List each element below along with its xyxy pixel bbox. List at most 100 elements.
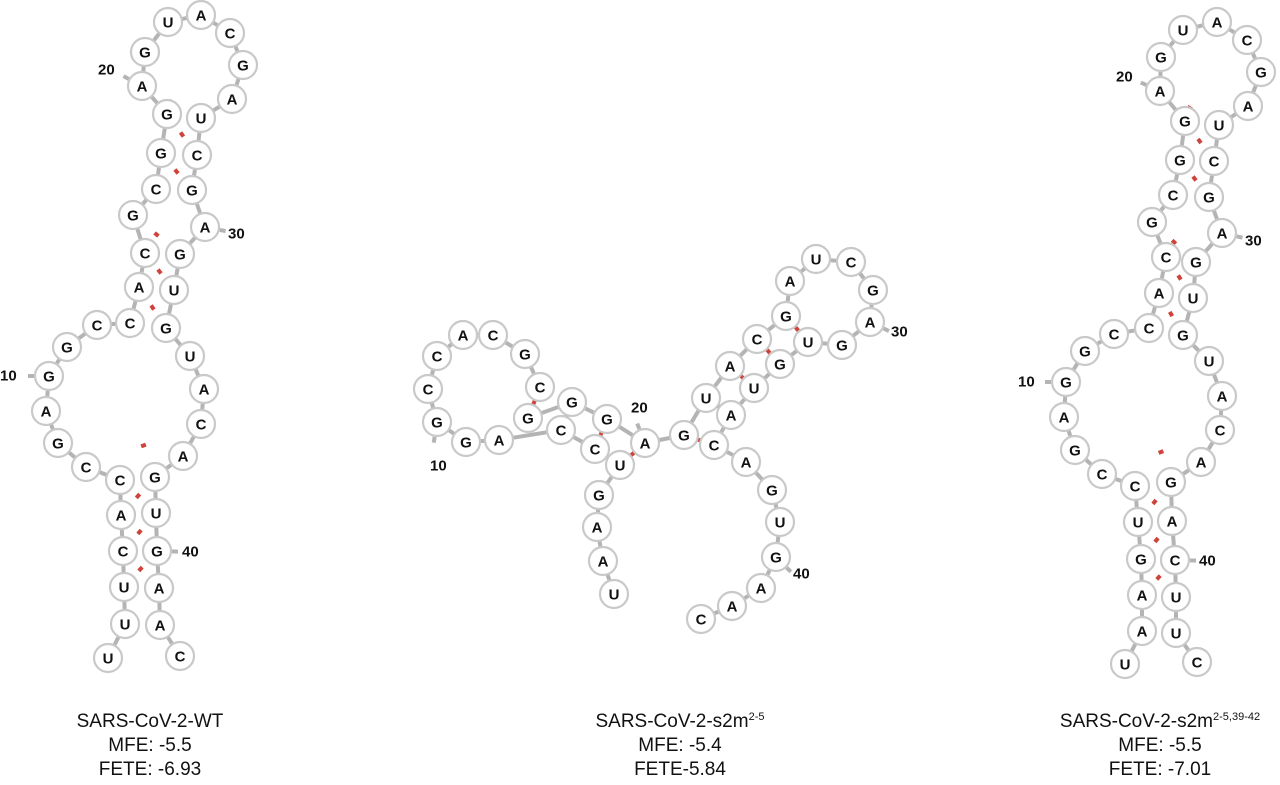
nucleotide-A: A (1143, 277, 1175, 309)
base-pair-bond (178, 131, 186, 138)
nucleotide-letter: A (41, 404, 52, 421)
index-tick (635, 422, 642, 430)
nucleotide-circle (1245, 56, 1277, 88)
nucleotide-letter: A (196, 8, 207, 25)
nucleotide-U: U (604, 449, 636, 481)
mfe-value: MFE: -5.5 (108, 735, 192, 756)
index-tick-layer (28, 74, 1243, 574)
nucleotide-letter: C (423, 382, 434, 399)
nucleotide-circle (158, 274, 190, 306)
nucleotide-letter: G (1255, 65, 1267, 82)
backbone-bond (1171, 533, 1176, 548)
nucleotide-letter: U (1171, 626, 1182, 643)
nucleotide-letter: U (701, 391, 712, 408)
nucleotide-circle (1126, 579, 1158, 611)
backbone-bond (1166, 99, 1179, 113)
nucleotide-G: G (450, 426, 482, 458)
nucleotide-circle (145, 137, 177, 169)
nucleotide-U: U (1177, 282, 1209, 314)
nucleotide-C: C (70, 451, 102, 483)
nucleotide-G: G (556, 386, 588, 418)
nucleotide-index-label: 10 (1018, 374, 1035, 391)
nucleotide-C: C (1133, 312, 1165, 344)
nucleotide-letter: A (1196, 455, 1207, 472)
nucleotide-letter: C (696, 612, 707, 629)
nucleotide-C: C (129, 237, 161, 269)
nucleotide-letter: A (200, 220, 211, 237)
nucleotide-circle (1157, 179, 1189, 211)
nucleotide-circle (185, 102, 217, 134)
nucleotide-circle (114, 307, 146, 339)
nucleotide-U: U (1193, 345, 1225, 377)
nucleotide-circle (123, 271, 155, 303)
base-pair-bond (149, 304, 156, 311)
nucleotide-G: G (1136, 206, 1168, 238)
nucleotide-circle (185, 0, 217, 31)
nucleotide-letter: A (458, 328, 469, 345)
nucleotide-circle (1048, 401, 1080, 433)
nucleotide-C: C (1098, 318, 1130, 350)
nucleotide-circle (164, 238, 196, 270)
nucleotide-letter: U (185, 349, 196, 366)
nucleotide-C: C (181, 139, 213, 171)
nucleotide-index-label: 10 (0, 368, 17, 385)
backbone-bond (1179, 133, 1186, 148)
base-pair-bond (1170, 238, 1178, 246)
nucleotide-letter: U (163, 15, 174, 32)
nucleotide-circle (51, 331, 83, 363)
nucleotide-G: G (42, 427, 74, 459)
nucleotide-circle (216, 83, 248, 115)
nucleotide-circle (129, 237, 161, 269)
nucleotide-G: G (1193, 181, 1225, 213)
structure-name: SARS-CoV-2-s2m (595, 711, 749, 732)
nucleotide-circle (164, 640, 196, 672)
nucleotide-letter: A (640, 436, 651, 453)
nucleotide-letter: C (175, 649, 186, 666)
nucleotide-letter: A (1154, 286, 1165, 303)
nucleotide-circle (1159, 544, 1191, 576)
nucleotide-U: U (792, 326, 824, 358)
nucleotide-circle (668, 419, 700, 451)
nucleotide-letter: G (678, 428, 690, 445)
nucleotide-circle (1206, 380, 1238, 412)
nucleotide-circle (152, 6, 184, 38)
nucleotide-U: U (108, 571, 140, 603)
nucleotide-circle (227, 49, 259, 81)
nucleotide-letter: C (1097, 467, 1108, 484)
nucleotide-circle (1204, 414, 1236, 446)
nucleotide-C: C (114, 307, 146, 339)
nucleotide-circle (1164, 144, 1196, 176)
nucleotide-circle (1160, 617, 1192, 649)
mutation-superscript: 2-5 (748, 711, 765, 723)
base-pair-bond (153, 231, 160, 238)
nucleotide-letter: G (43, 369, 55, 386)
nucleotide-circle (581, 511, 613, 543)
nucleotide-letter: G (1203, 190, 1215, 207)
nucleotide-index-label: 40 (1199, 553, 1216, 570)
caption-title: SARS-CoV-2-s2m2-5 (560, 710, 800, 734)
nucleotide-letter: G (522, 411, 534, 428)
nucleotide-circle (741, 323, 773, 355)
nucleotide-letter: C (196, 417, 207, 434)
nucleotide-letter: G (1135, 552, 1147, 569)
nucleotide-letter: G (1155, 50, 1167, 67)
index-tick (1139, 80, 1148, 87)
nucleotide-C: C (140, 173, 172, 205)
caption-title: SARS-CoV-2-WT (40, 710, 260, 734)
nucleotide-letter: G (867, 283, 879, 300)
base-pair-bond (1151, 498, 1158, 506)
nucleotide-letter: G (1060, 375, 1072, 392)
nucleotide-U: U (1109, 648, 1141, 680)
mfe-value: MFE: -5.4 (638, 735, 722, 756)
nucleotide-letter: A (155, 618, 166, 635)
nucleotide-letter: A (756, 581, 767, 598)
backbone-bond (688, 408, 702, 425)
nucleotide-C: C (685, 603, 717, 635)
nucleotide-A: A (716, 590, 748, 622)
nucleotide-circle (108, 571, 140, 603)
base-pair-bond (1157, 449, 1165, 455)
nucleotide-circle (583, 479, 615, 511)
index-tick (219, 227, 226, 234)
nucleotide-circle (1203, 109, 1235, 141)
